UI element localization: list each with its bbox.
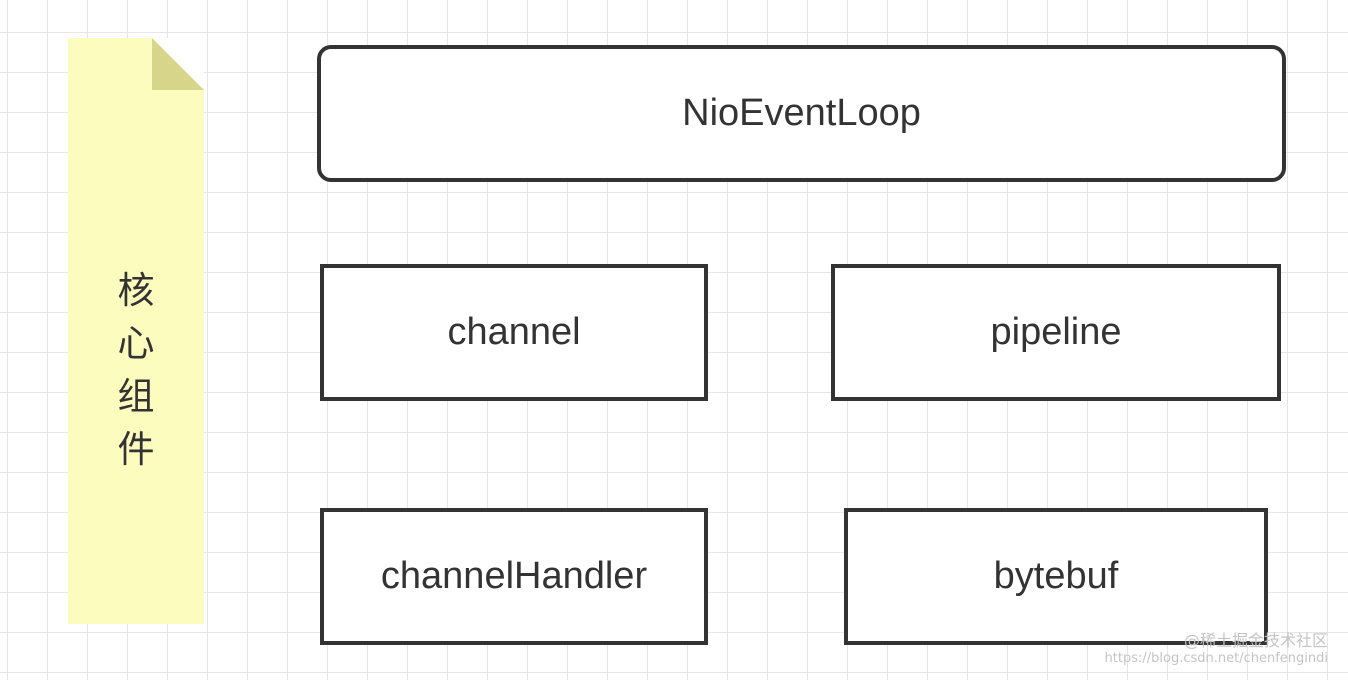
watermark-url: https://blog.csdn.net/chenfengindi [1104, 651, 1328, 666]
node-channel-label: channel [447, 311, 581, 353]
node-channelhandler[interactable]: channelHandler [320, 508, 708, 645]
node-bytebuf-label: bytebuf [993, 555, 1119, 597]
node-nioeventloop-label: NioEventLoop [682, 92, 921, 134]
node-nioeventloop[interactable]: NioEventLoop [317, 45, 1286, 182]
watermark: @稀土掘金技术社区 https://blog.csdn.net/chenfeng… [1105, 632, 1328, 668]
watermark-brand: @稀土掘金技术社区 [1183, 631, 1328, 650]
node-bytebuf[interactable]: bytebuf [844, 508, 1268, 645]
sticky-note-label: 核 心 组 件 [117, 269, 155, 471]
note-fold-corner [152, 38, 204, 90]
sticky-note: 核 心 组 件 [68, 38, 204, 624]
node-channel[interactable]: channel [320, 264, 708, 401]
node-channelhandler-label: channelHandler [380, 555, 648, 597]
node-pipeline[interactable]: pipeline [831, 264, 1281, 401]
node-pipeline-label: pipeline [990, 311, 1122, 353]
